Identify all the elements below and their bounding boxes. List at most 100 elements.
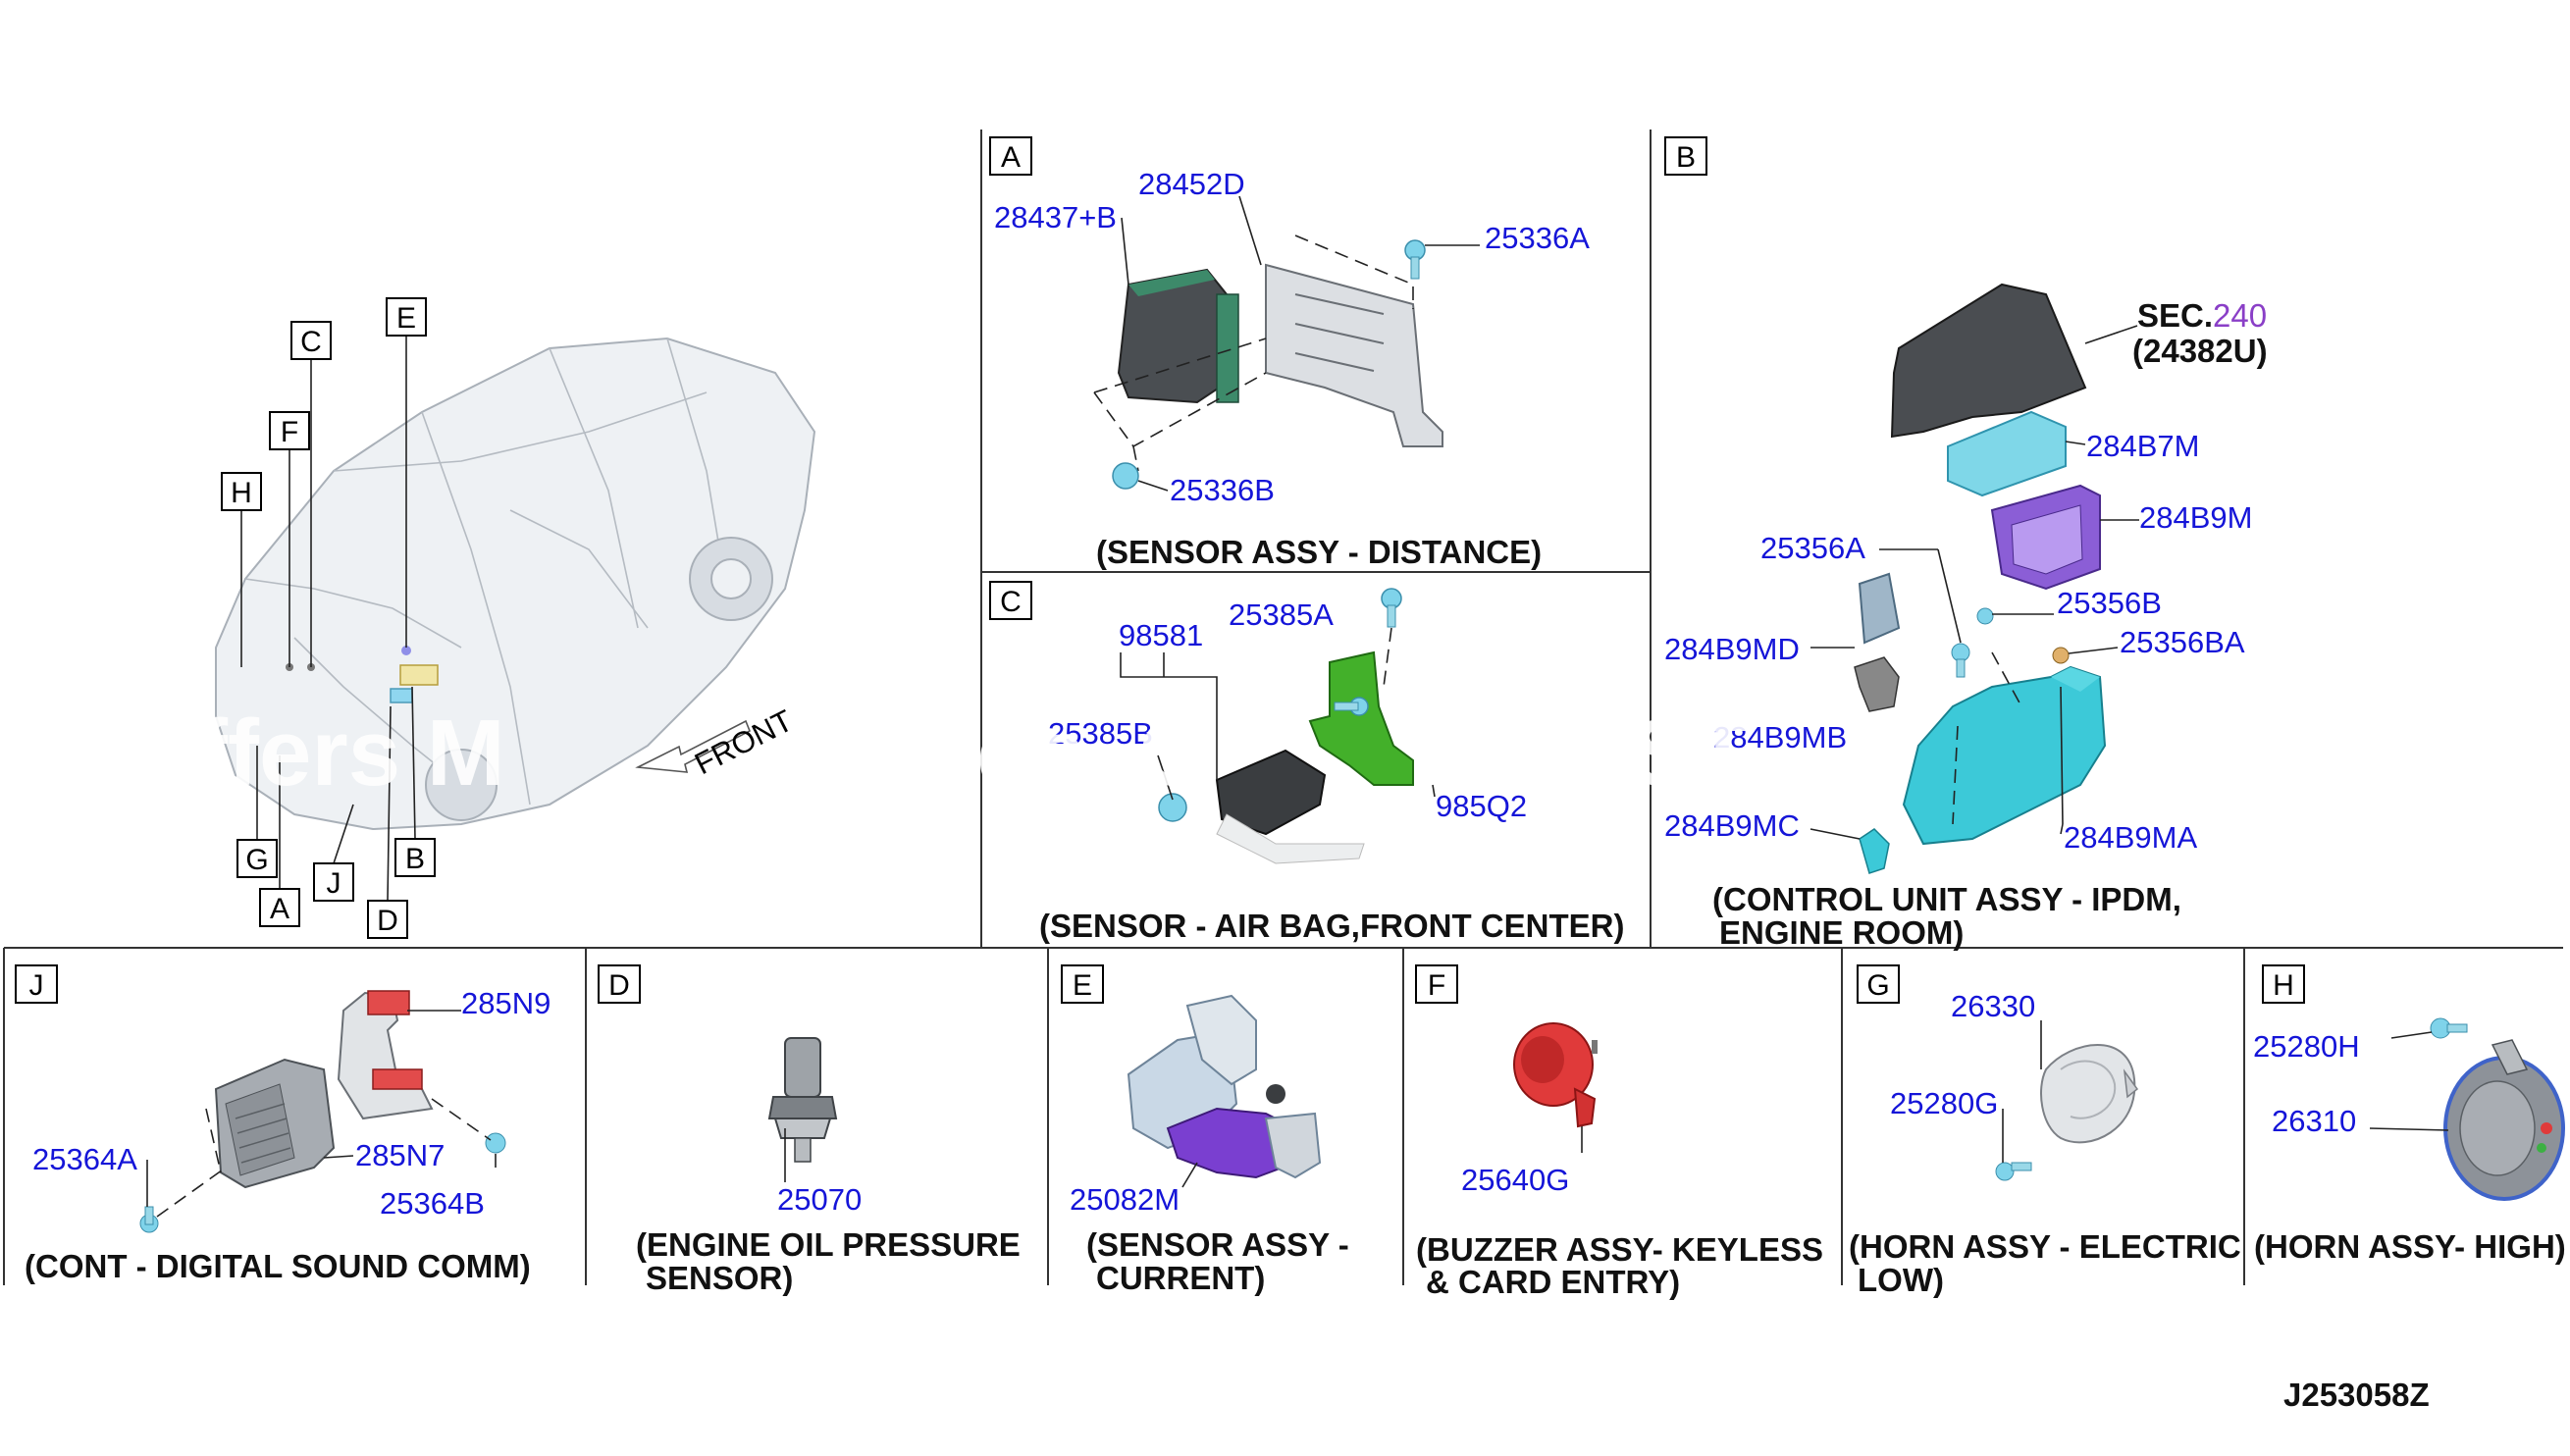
part-25070: 25070: [777, 1182, 862, 1217]
svg-text:G: G: [245, 844, 268, 876]
bolt-25280g: [1995, 1162, 2032, 1181]
svg-text:B: B: [405, 843, 425, 875]
svg-text:D: D: [377, 905, 398, 937]
panel-b-letter: B: [1676, 141, 1696, 174]
bolt-985q2: [1334, 697, 1369, 716]
part-285n7: 285N7: [355, 1138, 445, 1172]
horn-high: [2443, 1039, 2565, 1201]
wheel-front: [425, 749, 498, 821]
sec-part-24382u: (24382U): [2132, 333, 2268, 369]
sec-ref: SEC.240: [2137, 297, 2267, 334]
part-25280h: 25280H: [2253, 1029, 2360, 1064]
panel-j-caption: (CONT - DIGITAL SOUND COMM): [25, 1248, 531, 1284]
part-284b9mc: 284B9MC: [1664, 808, 1800, 843]
vehicle-overview: [215, 337, 816, 831]
panel-d-letter: D: [608, 969, 630, 1002]
panel-j-letter: J: [29, 969, 44, 1002]
part-25364a: 25364A: [32, 1142, 137, 1176]
callout-f: F: [269, 411, 310, 450]
part-28437b: 28437+B: [994, 200, 1117, 234]
part-985q2: 985Q2: [1436, 789, 1527, 823]
panel-c-caption: (SENSOR - AIR BAG,FRONT CENTER): [1039, 908, 1624, 944]
distance-sensor-module: [1117, 268, 1228, 404]
part-25280g: 25280G: [1890, 1086, 1998, 1120]
bolt-25385b: [1158, 793, 1187, 822]
part-285n9: 285N9: [461, 986, 551, 1020]
part-25082m: 25082M: [1070, 1182, 1180, 1217]
part-25385b: 25385B: [1048, 716, 1153, 751]
panel-h: H 25280H 26310 (HORN ASSY- HIGH): [2253, 964, 2566, 1265]
panel-d: D 25070 (ENGINE OIL PRESSURE SENSOR): [598, 964, 1021, 1296]
bolt-25336b: [1112, 462, 1139, 490]
panel-f-caption-line2: & CARD ENTRY): [1426, 1264, 1680, 1300]
distance-sensor-bracket: [1265, 263, 1443, 447]
panel-c: C 98581 25385A 25385B 985Q2 (SENSOR - AI…: [989, 581, 1624, 944]
panel-e-caption-line1: (SENSOR ASSY -: [1086, 1226, 1349, 1263]
bolt-25364a: [139, 1206, 159, 1233]
airbag-sensor-body: [1215, 749, 1327, 836]
ipdm-part-284b9md: [1858, 572, 1901, 645]
part-26330: 26330: [1951, 989, 2035, 1023]
callout-g: G: [236, 839, 278, 878]
svg-text:F: F: [281, 416, 298, 448]
part-25364b: 25364B: [380, 1186, 485, 1221]
panel-a: A 28437+B 28452D 25336A 25336B (SENSOR A…: [989, 136, 1590, 570]
panel-b-caption-line2: ENGINE ROOM): [1719, 914, 1964, 951]
oil-pressure-sensor: [767, 1037, 838, 1163]
panel-e-caption-line2: CURRENT): [1096, 1260, 1265, 1296]
bolt-25385a: [1381, 588, 1402, 628]
panel-f: F 25640G (BUZZER ASSY- KEYLESS & CARD EN…: [1415, 964, 1823, 1300]
part-98581: 98581: [1119, 618, 1203, 652]
part-25385a: 25385A: [1229, 598, 1334, 632]
part-28452d: 28452D: [1138, 167, 1245, 201]
panel-a-letter: A: [1001, 141, 1021, 174]
panel-d-caption-line1: (ENGINE OIL PRESSURE: [636, 1226, 1021, 1263]
svg-text:C: C: [300, 326, 322, 358]
part-25336b: 25336B: [1170, 473, 1275, 507]
ipdm-module-284b7m: [1947, 410, 2067, 497]
panel-c-letter: C: [1000, 586, 1022, 618]
ipdm-location: [399, 664, 439, 686]
part-284b9ma: 284B9MA: [2064, 820, 2197, 855]
part-25336a: 25336A: [1485, 221, 1590, 255]
ipdm-housing-284b9ma: [1902, 665, 2107, 846]
overview-callouts: C E F H G A J D B: [221, 297, 436, 939]
panel-g: G 26330 25280G (HORN ASSY - ELECTRIC LOW…: [1849, 964, 2241, 1298]
part-284b7m: 284B7M: [2086, 429, 2199, 463]
panel-g-letter: G: [1866, 969, 1889, 1002]
panel-e-letter: E: [1073, 969, 1092, 1002]
svg-text:A: A: [270, 893, 289, 925]
callout-b: B: [394, 838, 436, 877]
part-25356ba: 25356BA: [2120, 625, 2245, 659]
keyless-buzzer: [1513, 1022, 1598, 1128]
current-sensor: [1127, 994, 1322, 1179]
bolt-25356b: [1976, 607, 1994, 625]
ipdm-cover: [1890, 283, 2087, 439]
bolt-25280h: [2430, 1017, 2468, 1039]
callout-d: D: [367, 900, 408, 939]
horn-low: [2040, 1044, 2139, 1144]
part-284b9mb: 284B9MB: [1713, 720, 1847, 754]
part-25640g: 25640G: [1461, 1163, 1569, 1197]
ipdm-part-284b9mc: [1859, 828, 1890, 874]
callout-h: H: [221, 472, 262, 511]
bolt-25364b: [485, 1132, 506, 1154]
watermark: ffers M ade G ST: [196, 701, 1751, 806]
bolt-25356a: [1951, 643, 1970, 678]
svg-text:E: E: [396, 302, 416, 335]
callout-a: A: [259, 888, 300, 927]
panel-g-caption-line2: LOW): [1858, 1262, 1944, 1298]
part-26310: 26310: [2272, 1104, 2356, 1138]
callout-j: J: [313, 862, 354, 902]
panel-g-caption-line1: (HORN ASSY - ELECTRIC: [1849, 1228, 2241, 1265]
bolt-25336a: [1404, 239, 1426, 280]
panel-b: B SEC.240 (24382U: [1664, 136, 2268, 951]
panel-h-letter: H: [2273, 969, 2294, 1002]
panel-b-caption-line1: (CONTROL UNIT ASSY - IPDM,: [1712, 881, 2181, 917]
overview-leaders: [240, 324, 416, 902]
svg-text:H: H: [231, 477, 252, 509]
callout-c: C: [290, 321, 332, 360]
part-25356a: 25356A: [1760, 531, 1865, 565]
panel-e: E 25082M (SENSOR ASSY - CURRENT): [1061, 964, 1349, 1296]
